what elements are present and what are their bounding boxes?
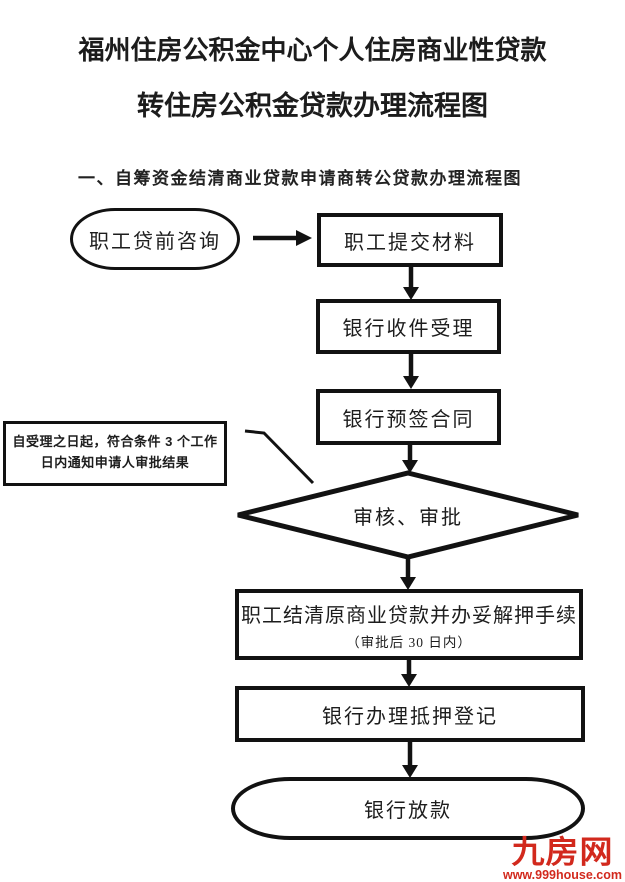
node-settle-loan: 职工结清原商业贷款并办妥解押手续 （审批后 30 日内） bbox=[235, 589, 583, 660]
node-mortgage-register: 银行办理抵押登记 bbox=[235, 686, 585, 742]
node-settle-label: 职工结清原商业贷款并办妥解押手续 bbox=[241, 604, 577, 627]
node-submit-materials: 职工提交材料 bbox=[317, 213, 503, 267]
annotation-box: 自受理之日起，符合条件 3 个工作 日内通知申请人审批结果 bbox=[3, 421, 227, 486]
node-bank-presign: 银行预签合同 bbox=[316, 389, 501, 445]
section-heading: 一、自筹资金结清商业贷款申请商转公贷款办理流程图 bbox=[78, 169, 522, 188]
arrow-settle-to-mortgage bbox=[401, 659, 417, 687]
node-mortgage-label: 银行办理抵押登记 bbox=[322, 705, 498, 728]
arrow-receive-to-presign bbox=[403, 353, 419, 389]
watermark-url: www.999house.com bbox=[502, 867, 622, 882]
node-disburse-label: 银行放款 bbox=[364, 800, 452, 822]
watermark: 九房网 www.999house.com bbox=[503, 835, 622, 882]
node-submit-label: 职工提交材料 bbox=[344, 231, 476, 254]
arrow-presign-to-review bbox=[402, 444, 418, 473]
node-receive-label: 银行收件受理 bbox=[342, 318, 475, 340]
page-title-line2: 转住房公积金贷款办理流程图 bbox=[137, 91, 488, 121]
node-start-label: 职工贷前咨询 bbox=[89, 230, 221, 253]
arrow-review-to-settle bbox=[400, 556, 416, 590]
watermark-logo: 九房网 bbox=[511, 833, 614, 869]
arrow-submit-to-receive bbox=[403, 266, 419, 300]
arrow-start-to-submit bbox=[253, 230, 312, 246]
node-settle-sublabel: （审批后 30 日内） bbox=[346, 634, 472, 650]
node-disburse: 银行放款 bbox=[231, 777, 585, 840]
annotation-line2: 日内通知申请人审批结果 bbox=[40, 455, 190, 470]
page-title-line1: 福州住房公积金中心个人住房商业性贷款 bbox=[78, 36, 547, 65]
node-presign-label: 银行预签合同 bbox=[342, 408, 475, 431]
annotation-line1: 自受理之日起，符合条件 3 个工作 bbox=[12, 434, 218, 449]
node-review-approve: 审核、审批 bbox=[238, 473, 578, 557]
arrow-mortgage-to-disburse bbox=[402, 741, 418, 778]
node-bank-receive: 银行收件受理 bbox=[316, 299, 501, 354]
node-review-label: 审核、审批 bbox=[353, 506, 463, 529]
node-start: 职工贷前咨询 bbox=[70, 208, 240, 270]
